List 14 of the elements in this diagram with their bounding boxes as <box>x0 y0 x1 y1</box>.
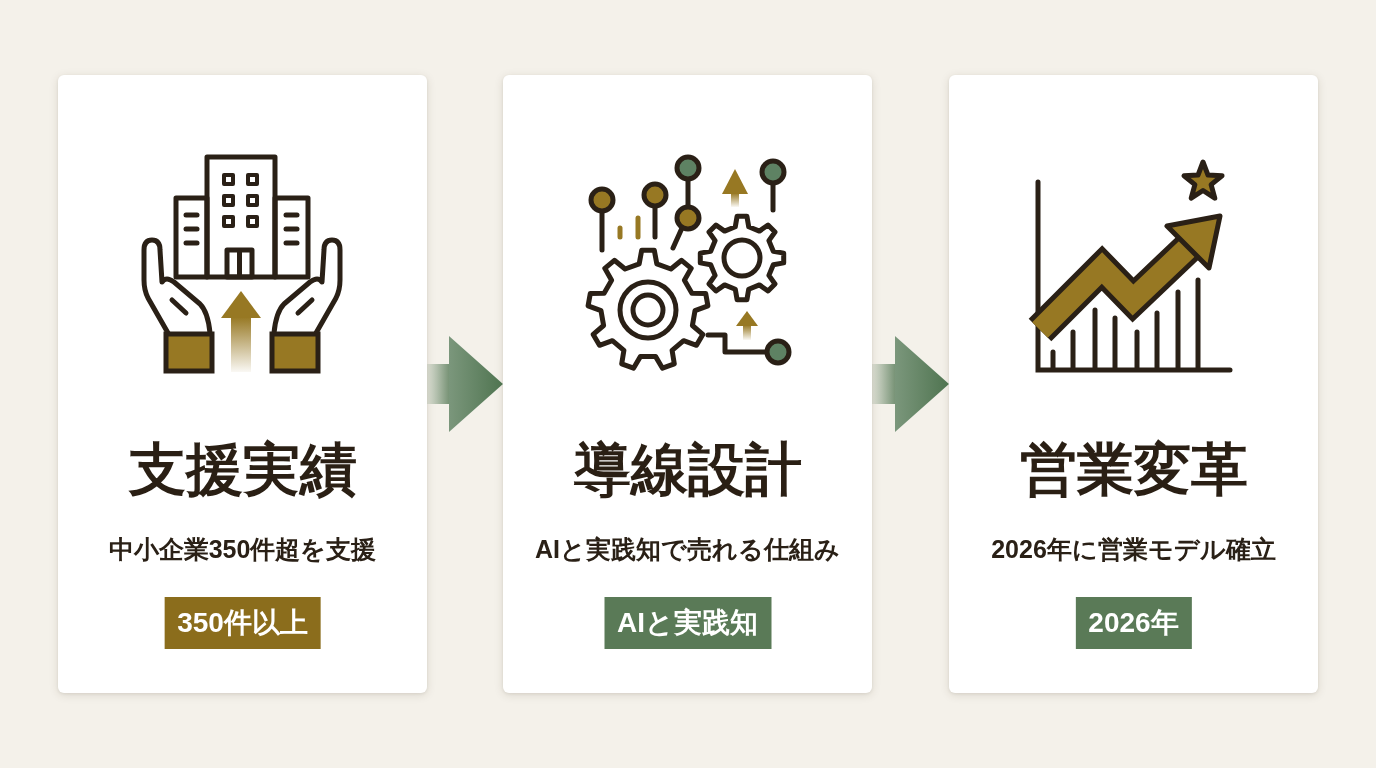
step-title: 導線設計 <box>573 435 802 504</box>
arrow <box>427 336 503 432</box>
step-description: 中小企業350件超を支援 <box>108 534 377 565</box>
step-card <box>58 75 427 693</box>
step-title: 支援実績 <box>128 435 357 504</box>
step-card <box>503 75 872 693</box>
arrow <box>872 336 949 432</box>
step-card <box>949 75 1318 693</box>
step-description: AIと実践知で売れる仕組み <box>535 534 840 565</box>
highlight-badge: 350件以上 <box>164 597 321 649</box>
highlight-badge: 2026年 <box>1075 597 1192 649</box>
highlight-badge: AIと実践知 <box>604 597 771 649</box>
step-description: 2026年に営業モデル確立 <box>991 534 1276 565</box>
step-title: 営業変革 <box>1019 435 1248 504</box>
